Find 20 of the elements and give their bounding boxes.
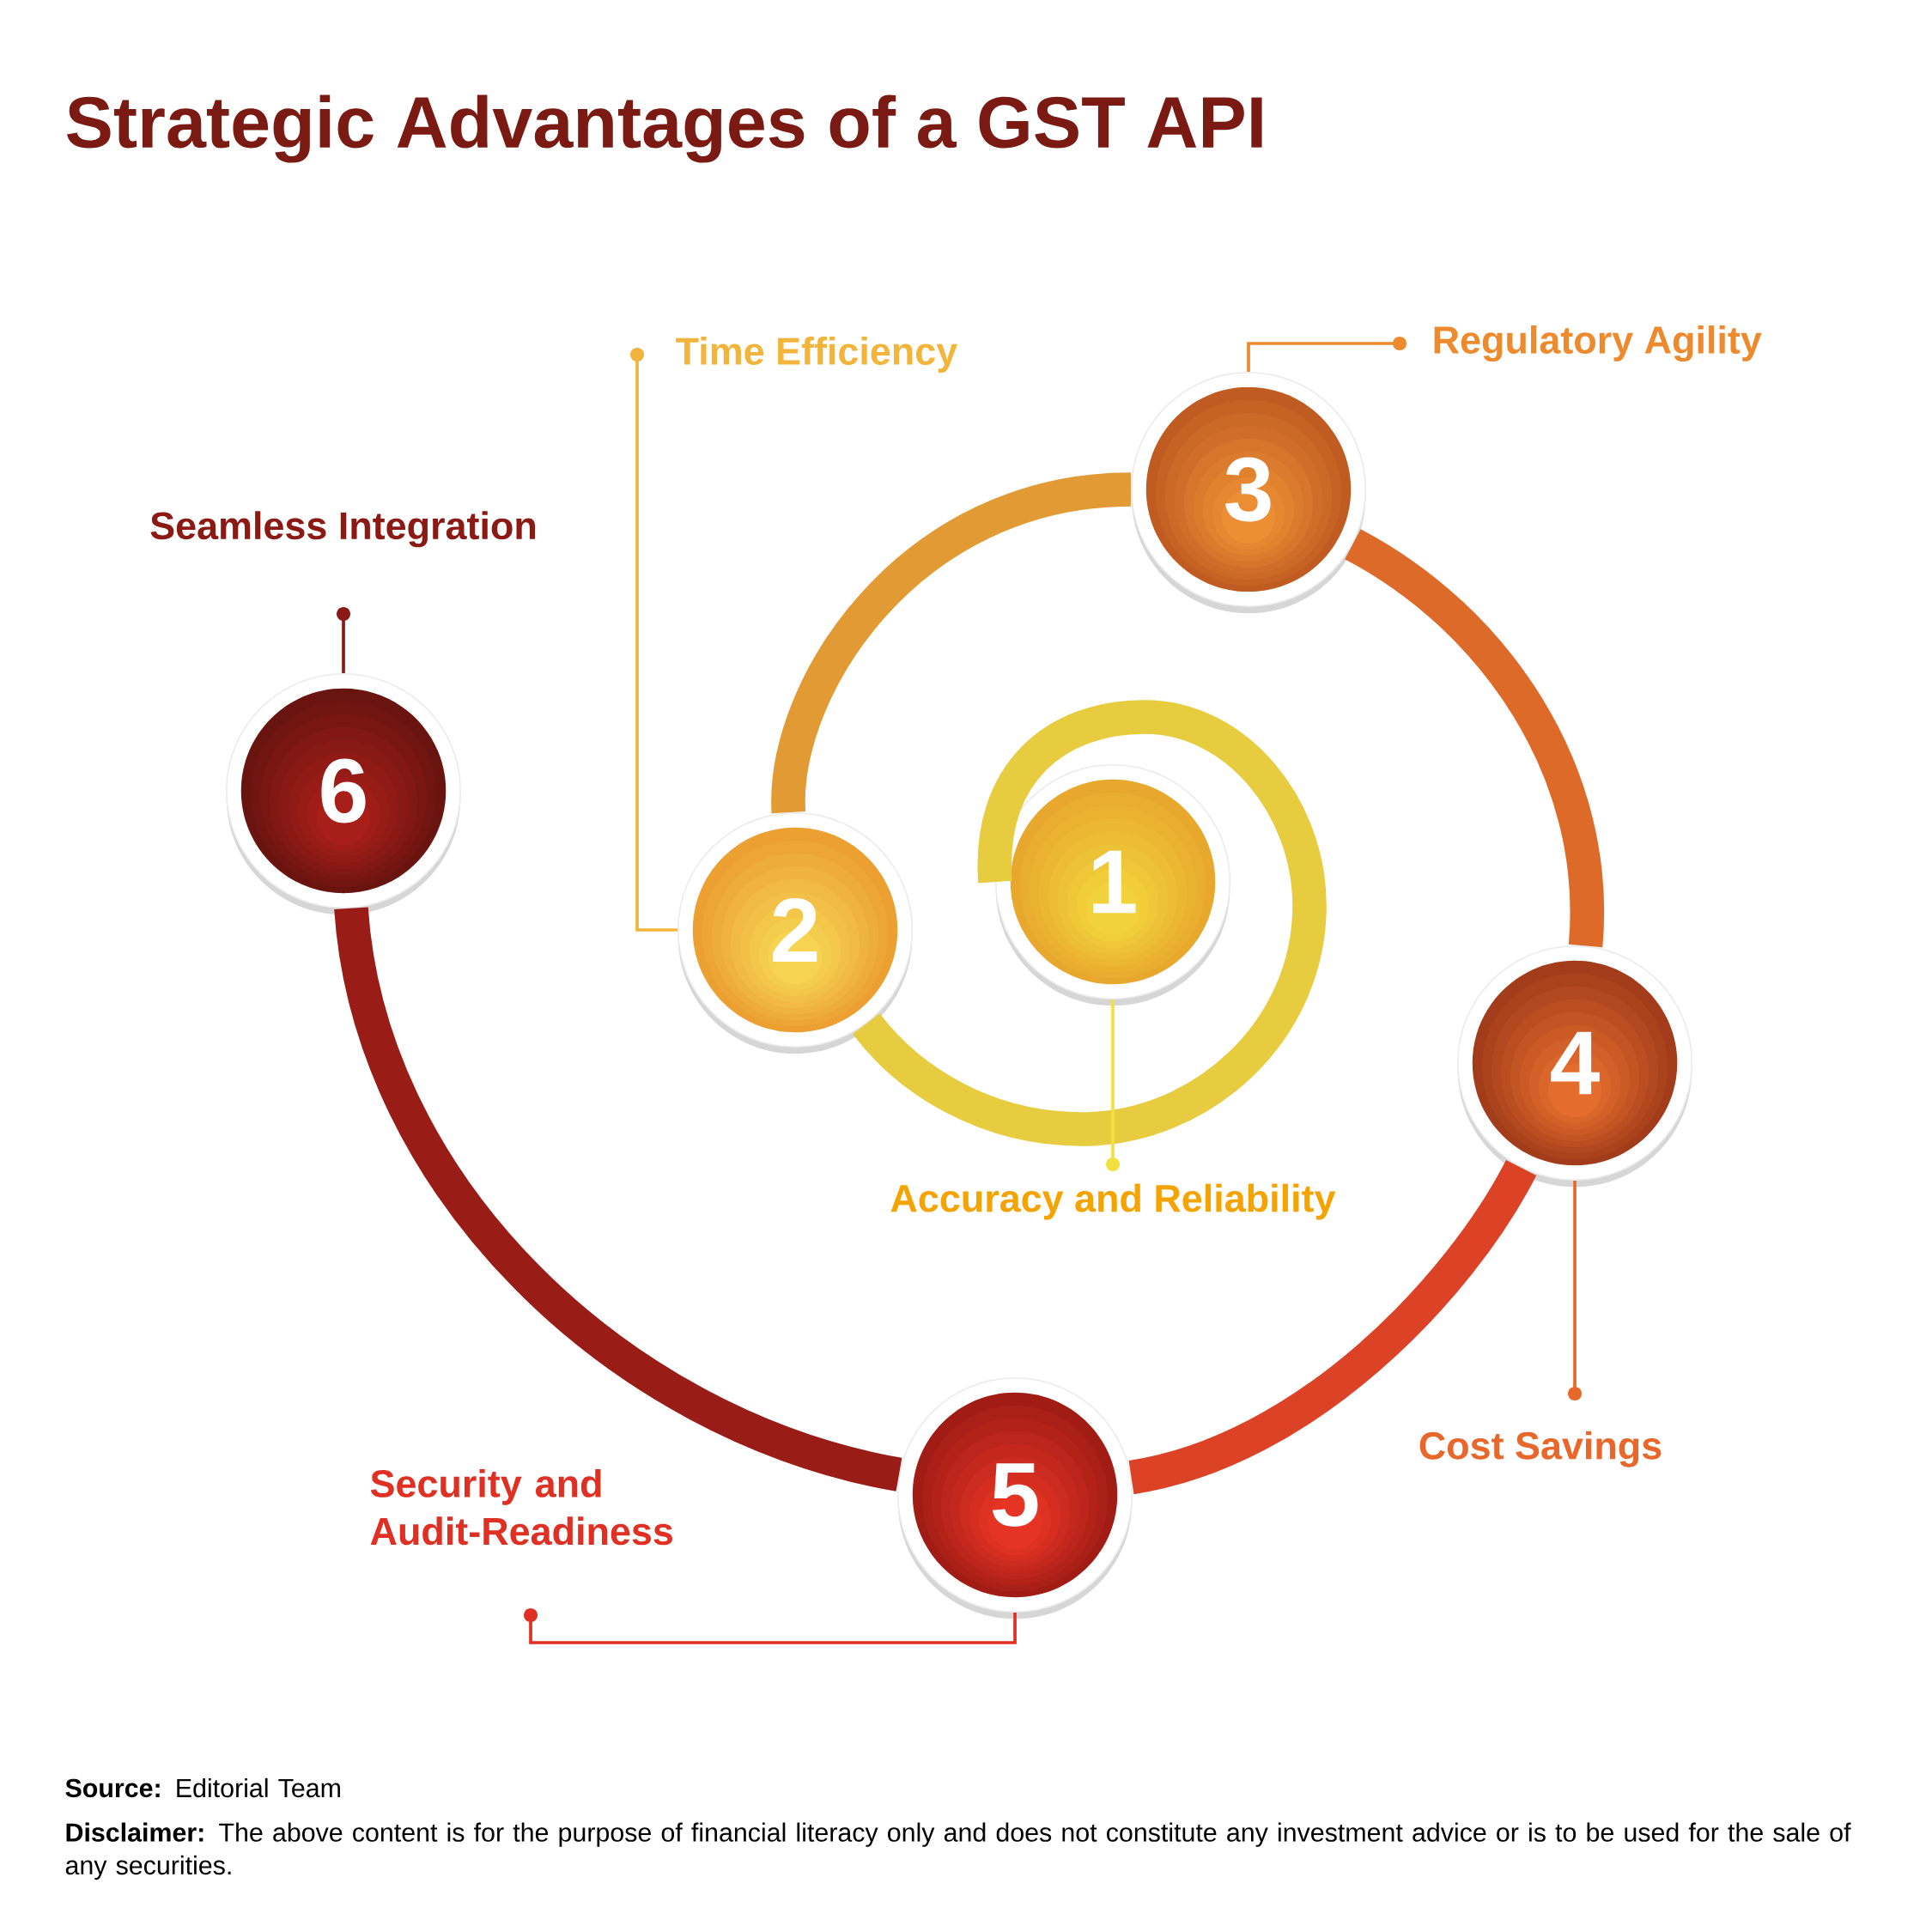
feature-label: Cost Savings <box>1419 1431 1662 1467</box>
feature-label: Regulatory Agility <box>1434 325 1762 362</box>
leader-line <box>630 348 677 932</box>
leader-line <box>524 1608 1017 1644</box>
feature-label: Accuracy and Reliability <box>890 1183 1336 1220</box>
ring-arc <box>1127 1159 1536 1494</box>
leader-line <box>1568 1181 1583 1401</box>
source-note: Source: Editorial Team <box>65 1777 340 1798</box>
leader-line <box>337 607 351 673</box>
leader-line <box>1247 337 1407 372</box>
feature-label: Seamless Integration <box>150 511 535 548</box>
disclaimer-note: Disclaimer: The above content is for the purpose of financial literacy only and does not constitute any investment advice or is to be used for the sale of any securities. <box>65 1822 1851 1880</box>
feature-label: Security and Audit-Readiness <box>370 1468 672 1546</box>
title: Strategic Advantages of a GST API <box>66 94 1262 163</box>
ring-arc <box>334 906 903 1492</box>
ring-arc <box>1344 529 1604 947</box>
feature-label: Time Efficiency <box>676 337 957 373</box>
ring-arc <box>771 472 1133 813</box>
leader-line <box>1106 999 1121 1172</box>
node-label: 6 <box>321 758 366 823</box>
